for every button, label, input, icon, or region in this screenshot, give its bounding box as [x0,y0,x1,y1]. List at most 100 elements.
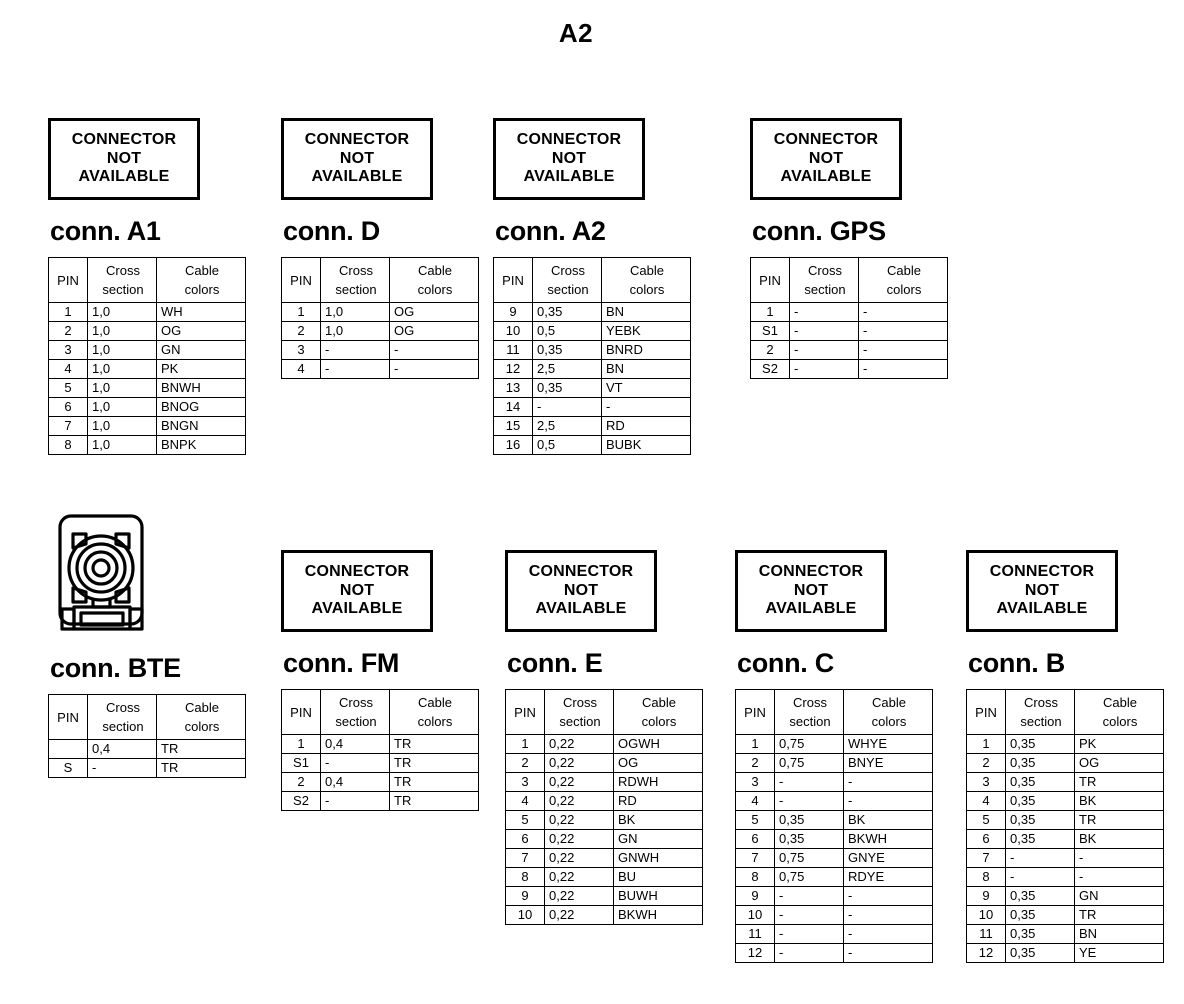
cell-pin: 6 [48,397,88,417]
cell-pin: 6 [505,829,545,849]
cell-pin: 2 [750,340,790,360]
table-row: 2 0,4 TR [281,772,479,792]
cell-cable-colors: YE [1074,943,1164,963]
cell-cable-colors: - [843,905,933,925]
cell-cable-colors: BNRD [601,340,691,360]
cell-cross-section: - [774,886,844,906]
header-cable-colors: Cable colors [389,257,479,303]
cell-pin: S1 [750,321,790,341]
table-row: 3 0,35 TR [966,772,1164,792]
header-pin: PIN [493,257,533,303]
cell-cable-colors: OGWH [613,734,703,754]
cell-pin: 10 [966,905,1006,925]
table-row: 2 1,0 OG [48,321,246,341]
cell-cross-section: - [789,321,859,341]
table-row: 12 0,35 YE [966,943,1164,963]
table-row: 9 0,35 BN [493,302,691,322]
connector-label-a2: conn. A2 [495,216,606,246]
cell-cross-section: 1,0 [87,321,157,341]
table-row: 15 2,5 RD [493,416,691,436]
not-available-line: CONNECTOR [304,130,410,148]
cell-pin: 1 [281,734,321,754]
cell-pin: S [48,758,88,778]
header-pin: PIN [966,689,1006,735]
header-colors-line2: colors [417,714,453,729]
table-row: 5 0,35 BK [735,810,933,830]
header-colors-line1: Cable [185,700,219,715]
pin-table-gps: PIN Cross section Cable colors 1 - - S1 [750,257,948,379]
cell-cross-section: - [320,359,390,379]
not-available-line: AVAILABLE [311,600,403,618]
connector-label-gps: conn. GPS [752,216,886,246]
cell-cross-section: - [532,397,602,417]
cell-cross-section: 0,22 [544,791,614,811]
header-cross-section: Cross section [87,257,157,303]
connector-label-c: conn. C [737,648,834,678]
cell-cross-section: 0,35 [532,340,602,360]
cell-cable-colors: BN [1074,924,1164,944]
table-row: 3 1,0 GN [48,340,246,360]
table-row: 3 - - [735,772,933,792]
cell-cross-section: 1,0 [320,302,390,322]
cell-pin: 1 [735,734,775,754]
cell-pin: 8 [505,867,545,887]
cell-cable-colors: BKWH [613,905,703,925]
table-row: S - TR [48,758,246,778]
table-row: S1 - TR [281,753,479,773]
table-row: 4 0,35 BK [966,791,1164,811]
table-row: 3 - - [281,340,479,360]
cell-cable-colors: TR [389,772,479,792]
cell-cross-section: - [789,302,859,322]
cell-cable-colors: TR [1074,810,1164,830]
cell-pin: S2 [750,359,790,379]
cell-cross-section: - [789,359,859,379]
header-colors-line1: Cable [185,263,219,278]
table-header-row: PIN Cross section Cable colors [750,257,948,303]
not-available-line: NOT [339,581,375,599]
cell-pin: 14 [493,397,533,417]
table-header-row: PIN Cross section Cable colors [493,257,691,303]
header-pin: PIN [505,689,545,735]
cell-cable-colors: TR [156,758,246,778]
table-row: 2 0,75 BNYE [735,753,933,773]
not-available-line: AVAILABLE [523,168,615,186]
pin-table-e: PIN Cross section Cable colors 1 0,22 OG… [505,689,703,925]
table-row: 2 0,22 OG [505,753,703,773]
cell-pin: 5 [505,810,545,830]
header-cross-line2: section [102,719,144,734]
header-pin: PIN [750,257,790,303]
page-title: A2 [558,18,594,48]
cell-cable-colors: - [858,340,948,360]
cell-cable-colors: - [389,359,479,379]
cell-cross-section: 1,0 [87,397,157,417]
connector-label-bte: conn. BTE [50,653,181,683]
table-header-row: PIN Cross section Cable colors [735,689,933,735]
header-cable-colors: Cable colors [601,257,691,303]
cell-pin: 4 [48,359,88,379]
cell-pin: 16 [493,435,533,455]
not-available-line: NOT [551,149,587,167]
cell-pin: 6 [735,829,775,849]
header-pin: PIN [48,257,88,303]
cell-pin: 3 [281,340,321,360]
header-cross-section: Cross section [320,257,390,303]
cell-cross-section: - [1005,848,1075,868]
cell-pin: 3 [505,772,545,792]
cell-cross-section: 0,35 [1005,772,1075,792]
header-cross-line2: section [102,282,144,297]
cell-pin: 7 [48,416,88,436]
table-row: 11 0,35 BN [966,924,1164,944]
cell-cross-section: 0,22 [544,810,614,830]
cell-cable-colors: RDWH [613,772,703,792]
cell-cable-colors: BN [601,302,691,322]
table-row: S1 - - [750,321,948,341]
table-row: 12 2,5 BN [493,359,691,379]
cell-cross-section: - [774,905,844,925]
not-available-line: AVAILABLE [78,168,170,186]
cell-pin: 4 [735,791,775,811]
cell-cable-colors: TR [1074,772,1164,792]
